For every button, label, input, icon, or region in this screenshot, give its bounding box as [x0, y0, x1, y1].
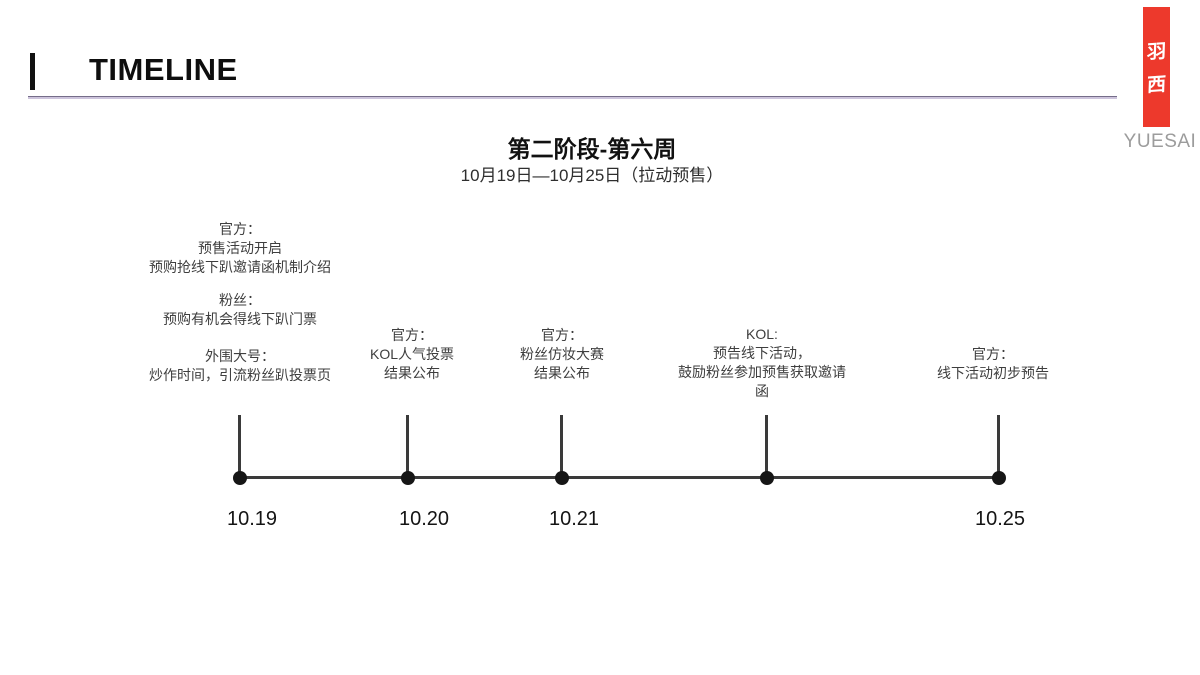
note-line: KOL:: [746, 326, 778, 342]
note-line: 预售活动开启: [198, 240, 282, 256]
note-line: 鼓励粉丝参加预售获取邀请: [678, 364, 846, 380]
note-line: 官方：: [972, 346, 1014, 362]
note-line: 结果公布: [384, 365, 440, 381]
note-line: 预购有机会得线下趴门票: [163, 311, 317, 327]
note-line: 预购抢线下趴邀请函机制介绍: [149, 259, 331, 275]
note-official-presale-launch: 官方： 预售活动开启 预购抢线下趴邀请函机制介绍: [125, 220, 355, 277]
timeline-date-2: 10.20: [398, 508, 450, 530]
timeline-date-1: 10.19: [226, 508, 278, 530]
timeline-dot-3: [555, 471, 569, 485]
note-line: 官方：: [541, 327, 583, 343]
note-kol-vote-result: 官方： KOL人气投票 结果公布: [322, 326, 502, 383]
note-line: 外围大号：: [205, 348, 275, 364]
timeline-stem-5: [997, 415, 1000, 477]
note-line: 粉丝仿妆大赛: [520, 346, 604, 362]
timeline-stem-2: [406, 415, 409, 477]
note-kol-offline-preview: KOL: 预告线下活动， 鼓励粉丝参加预售获取邀请 函: [650, 325, 874, 401]
timeline-axis: [239, 476, 1000, 479]
note-line: 预告线下活动，: [713, 345, 811, 361]
header-divider: [28, 96, 1117, 99]
timeline-stem-4: [765, 415, 768, 477]
note-fans-ticket: 粉丝： 预购有机会得线下趴门票: [125, 291, 355, 329]
note-line: 线下活动初步预告: [937, 365, 1049, 381]
note-line: 函: [755, 383, 769, 399]
note-makeup-contest-result: 官方： 粉丝仿妆大赛 结果公布: [472, 326, 652, 383]
brand-name: YUESAI: [1123, 131, 1197, 152]
timeline-dot-5: [992, 471, 1006, 485]
note-line: KOL人气投票: [369, 346, 454, 362]
timeline-dot-4: [760, 471, 774, 485]
yuesai-seal-logo: 羽 西: [1143, 7, 1170, 127]
note-line: 官方：: [219, 221, 261, 237]
note-line: 结果公布: [534, 365, 590, 381]
seal-character-top: 羽: [1146, 41, 1167, 64]
timeline-date-5: 10.25: [974, 508, 1026, 530]
note-line: 粉丝：: [219, 292, 261, 308]
note-line: 官方：: [391, 327, 433, 343]
seal-character-bottom: 西: [1146, 74, 1167, 97]
stage-title: 第二阶段-第六周: [507, 136, 677, 162]
timeline-stem-1: [238, 415, 241, 477]
timeline-stem-3: [560, 415, 563, 477]
timeline-date-3: 10.21: [548, 508, 600, 530]
note-outer-accounts: 外围大号： 炒作时间，引流粉丝趴投票页: [125, 347, 355, 385]
note-offline-event-preview: 官方： 线下活动初步预告: [903, 345, 1083, 383]
timeline-dot-2: [401, 471, 415, 485]
timeline-dot-1: [233, 471, 247, 485]
stage-subtitle: 10月19日—10月25日（拉动预售）: [460, 166, 724, 185]
page-title: TIMELINE: [89, 52, 238, 87]
title-accent-bar: [30, 53, 35, 90]
note-line: 炒作时间，引流粉丝趴投票页: [149, 367, 331, 383]
